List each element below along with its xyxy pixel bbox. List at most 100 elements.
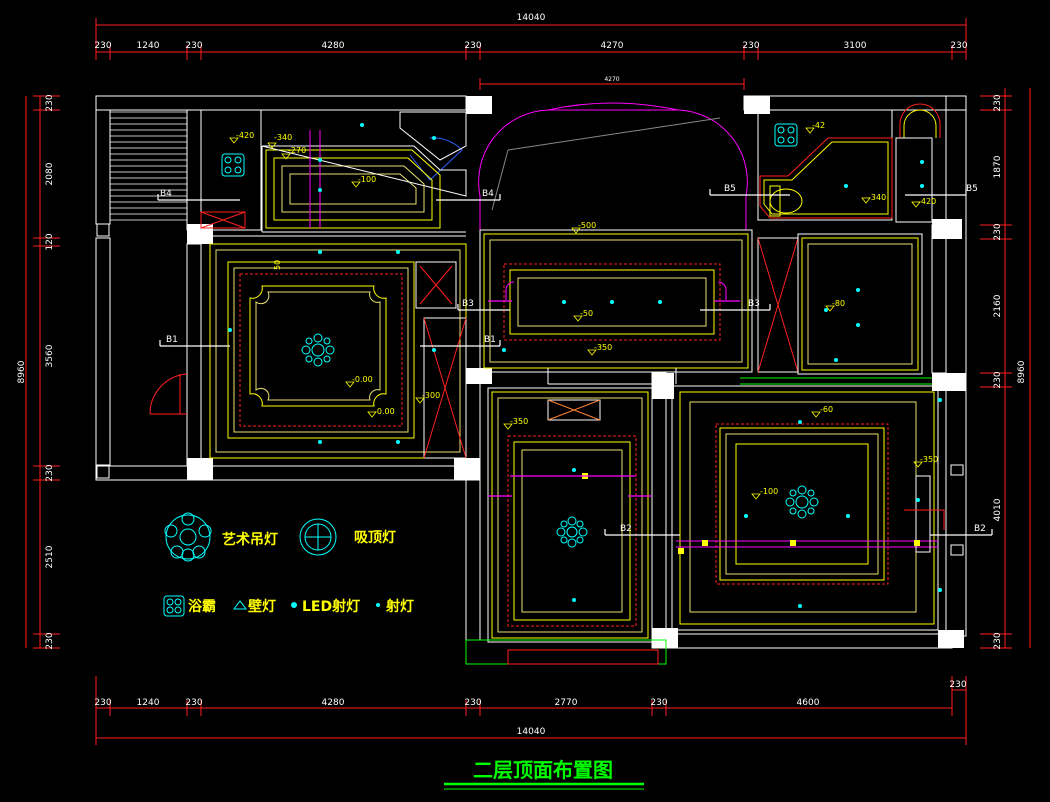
dim-top-seg-2: 1240 xyxy=(137,41,160,51)
dim-right-seg-3: 230 xyxy=(993,223,1003,240)
dim-top-seg-9: 230 xyxy=(950,41,967,51)
legend-spot-label: 射灯 xyxy=(385,598,414,615)
staircase xyxy=(110,111,187,221)
section-b3-left: B3 xyxy=(462,299,474,309)
top-left-utility xyxy=(200,109,262,231)
level-left-side-300: -300 xyxy=(422,391,440,400)
wall-columns xyxy=(187,96,966,648)
section-b5-right: B5 xyxy=(966,184,978,194)
dim-left-seg-4: 3560 xyxy=(45,344,55,367)
legend-bath-heater-icon xyxy=(163,595,185,617)
dim-left-seg-5: 230 xyxy=(45,464,55,481)
legend-ceiling-lamp-label: 吸顶灯 xyxy=(354,529,396,546)
dim-bottom-seg-7: 230 xyxy=(650,698,667,708)
section-b4-right: B4 xyxy=(482,189,494,199)
wall-lamps xyxy=(488,300,740,497)
legend-led-spot-label: LED射灯 xyxy=(302,598,360,615)
dim-top-seg-6: 4270 xyxy=(601,41,624,51)
dim-left-seg-6: 2510 xyxy=(45,545,55,568)
level-top-left-bath: -420 xyxy=(236,131,254,140)
art-chandeliers xyxy=(301,333,819,548)
legend-wall-lamp-label: 壁灯 xyxy=(248,598,276,615)
level-center-350: -350 xyxy=(594,343,612,352)
section-b3-right: B3 xyxy=(748,299,760,309)
dim-right-seg-5: 230 xyxy=(993,371,1003,388)
legend-bath-heater-label: 浴霸 xyxy=(188,598,216,615)
dim-left-seg-3: 120 xyxy=(45,233,55,250)
section-b1-left: B1 xyxy=(166,335,178,345)
legend-led-spot-icon xyxy=(291,602,297,608)
chandelier-bottom-right xyxy=(785,485,819,519)
dim-top-seg-7: 230 xyxy=(742,41,759,51)
section-b2-right: B2 xyxy=(974,524,986,534)
room-center-ceiling xyxy=(479,229,753,385)
dim-left-seg-1: 230 xyxy=(45,94,55,111)
dim-top-seg-5: 230 xyxy=(464,41,481,51)
level-bottom-center-350: -350 xyxy=(510,417,528,426)
dim-overall-top: 14040 xyxy=(517,13,546,23)
wall-small-squares xyxy=(96,223,964,556)
dim-right-total: 8960 xyxy=(1017,360,1027,383)
spot-lamps xyxy=(228,123,942,608)
level-left-50: 50 xyxy=(273,260,282,270)
level-center-50: -50 xyxy=(580,309,593,318)
dim-top-seg-3: 230 xyxy=(185,41,202,51)
level-bottom-right-350: -350 xyxy=(920,455,938,464)
dim-top-seg-4: 4280 xyxy=(322,41,345,51)
dim-right-seg-1: 230 xyxy=(993,94,1003,111)
legend-ceiling-lamp-icon xyxy=(299,518,337,556)
legend-spot-icon xyxy=(376,603,380,607)
section-b2-left: B2 xyxy=(620,524,632,534)
dim-overall-bottom: 14040 xyxy=(517,727,546,737)
room-bottom-right-ceiling xyxy=(671,385,945,631)
bath-heater-lamps xyxy=(221,123,798,177)
room-top-left-ceiling xyxy=(201,109,467,237)
doors xyxy=(149,137,463,415)
level-marker-triangles xyxy=(229,127,923,500)
level-bottom-right-60: -60 xyxy=(820,405,833,414)
level-top-left-340: -340 xyxy=(274,133,292,142)
dim-left-total: 8960 xyxy=(17,360,27,383)
section-labels: B4 B4 B5 B5 B3 B3 B1 B1 B2 B2 xyxy=(160,184,986,534)
dim-bottom-seg-5: 230 xyxy=(464,698,481,708)
level-top-left-270: -270 xyxy=(288,146,306,155)
room-bottom-center-ceiling xyxy=(465,387,667,665)
dim-left-seg-2: 2080 xyxy=(45,162,55,185)
section-markers xyxy=(157,189,993,536)
dim-bottom-seg-3: 230 xyxy=(185,698,202,708)
legend: 艺术吊灯 吸顶灯 浴霸 壁灯 LED射灯 射灯 xyxy=(163,512,414,617)
level-left-main-0b: -0.00 xyxy=(374,407,395,416)
dim-bottom-seg-2: 1240 xyxy=(137,698,160,708)
level-left-main-0: -0.00 xyxy=(352,375,373,384)
room-left-main-ceiling xyxy=(209,243,467,459)
dim-bottom-right: 230 xyxy=(949,680,966,690)
dim-bottom-seg-4: 4280 xyxy=(322,698,345,708)
dim-inner-top: 4270 xyxy=(604,76,619,83)
dimension-texts: 14040 230 1240 230 4280 230 4270 230 310… xyxy=(17,13,1027,737)
yellow-markers xyxy=(582,473,920,554)
dim-top-seg-8: 3100 xyxy=(844,41,867,51)
legend-art-chandelier-label: 艺术吊灯 xyxy=(222,531,278,548)
section-b1-right: B1 xyxy=(484,335,496,345)
dim-left-seg-7: 230 xyxy=(45,632,55,649)
chandelier-left xyxy=(301,333,335,367)
section-b5-left: B5 xyxy=(724,184,736,194)
level-bottom-right-100: -100 xyxy=(760,487,778,496)
dim-right-seg-4: 2160 xyxy=(993,294,1003,317)
dim-top-seg-1: 230 xyxy=(94,41,111,51)
chandelier-bottom-center xyxy=(556,516,588,548)
level-bath-420: -420 xyxy=(918,197,936,206)
legend-art-chandelier-icon xyxy=(164,512,212,562)
drawing-title: 二层顶面布置图 xyxy=(473,758,613,782)
level-bath-340: -340 xyxy=(868,193,886,202)
section-b4-left: B4 xyxy=(160,189,172,199)
room-right-middle-ceiling xyxy=(740,233,932,385)
dim-right-seg-6: 4010 xyxy=(993,498,1003,521)
dim-bottom-seg-6: 2770 xyxy=(555,698,578,708)
level-bath-42: -42 xyxy=(812,121,825,130)
dim-bottom-seg-1: 230 xyxy=(94,698,111,708)
level-center-500: -500 xyxy=(578,221,596,230)
level-top-left-100: -100 xyxy=(358,175,376,184)
room-top-center-ceiling xyxy=(478,102,748,230)
